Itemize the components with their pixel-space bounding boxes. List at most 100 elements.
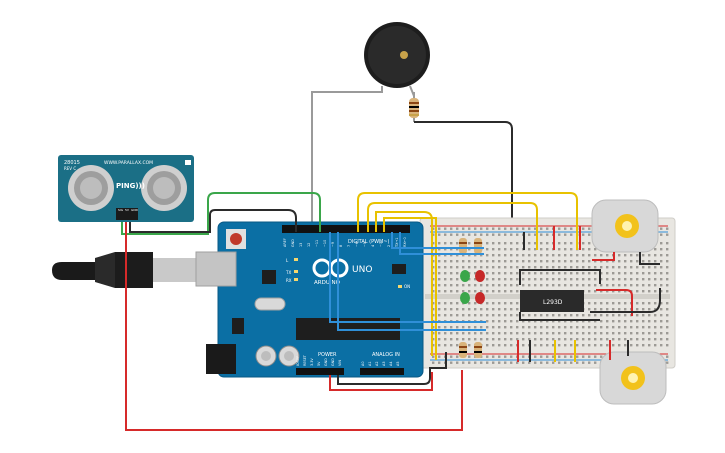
breadboard-hole [552, 254, 555, 257]
piezo-buzzer[interactable] [364, 22, 430, 88]
sensor-pin-5v: 5V [125, 208, 130, 212]
breadboard-hole [486, 361, 489, 364]
wire-blue-1[interactable] [391, 232, 484, 249]
wire-black-arduino-gnd[interactable] [337, 352, 447, 385]
breadboard-hole [456, 302, 459, 305]
breadboard-hole [636, 254, 639, 257]
breadboard-hole [504, 248, 507, 251]
breadboard-hole [468, 266, 471, 269]
wire-yellow-1[interactable] [357, 192, 578, 250]
breadboard-hole [462, 254, 465, 257]
power-pin-label-5: GND [331, 358, 335, 366]
breadboard-hole [486, 242, 489, 245]
wire-yellow-3[interactable] [375, 211, 433, 356]
resistor-bb-3[interactable] [459, 342, 467, 358]
breadboard-hole [522, 361, 525, 364]
dc-motor-bottom[interactable] [599, 351, 667, 405]
breadboard-hole [534, 355, 537, 358]
breadboard-hole [456, 326, 459, 329]
wire-black-resistor[interactable] [414, 121, 513, 238]
led-red-bottom[interactable] [475, 292, 485, 304]
ultrasonic-sensor[interactable]: 28015 REV C WWW.PARALLAX.COM PING))) SIG… [58, 155, 194, 222]
breadboard-hole [576, 355, 579, 358]
breadboard-hole [450, 248, 453, 251]
breadboard-hole [606, 326, 609, 329]
breadboard-hole [498, 278, 501, 281]
breadboard-hole [564, 272, 567, 275]
dc-motor-top[interactable] [591, 199, 659, 253]
wire-blue-2[interactable] [399, 232, 484, 255]
breadboard-hole [528, 320, 531, 323]
wire-blue-3[interactable] [329, 232, 486, 323]
breadboard-hole [444, 266, 447, 269]
breadboard-hole [594, 308, 597, 311]
breadboard-hole [648, 326, 651, 329]
breadboard-hole [438, 227, 441, 230]
led-green-bottom[interactable] [460, 292, 470, 304]
breadboard-hole [564, 233, 567, 236]
digital-pin-label-2: 13 [299, 243, 303, 247]
wire-blue-4[interactable] [337, 232, 486, 331]
breadboard-hole [468, 302, 471, 305]
led-green-top[interactable] [460, 270, 470, 282]
arduino-uno-board[interactable]: ARDUINO UNO DIGITAL (PWM~) POWER ANALOG … [195, 221, 424, 378]
power-pin-label-2: 3.3V [310, 358, 314, 366]
breadboard-hole [534, 326, 537, 329]
resistor-bb-1[interactable] [459, 238, 467, 254]
breadboard-hole [522, 260, 525, 263]
wire-black-sensor-gnd[interactable] [129, 209, 297, 233]
breadboard-hole [582, 338, 585, 341]
breadboard-hole [456, 233, 459, 236]
breadboard-hole [462, 233, 465, 236]
wire-black-chip-loop[interactable] [519, 269, 601, 285]
analog-pin-label-0: A0 [361, 362, 365, 366]
wire-black-motor-top[interactable] [639, 252, 660, 265]
resistor-bb-4[interactable] [474, 342, 482, 358]
wire-black-chip-right[interactable] [590, 288, 661, 313]
breadboard-hole [492, 266, 495, 269]
wire-black-bottom-left[interactable] [519, 312, 600, 321]
l293d-driver-chip[interactable]: L293D [520, 290, 584, 312]
breadboard-hole [636, 302, 639, 305]
breadboard-hole [510, 260, 513, 263]
breadboard-hole [552, 314, 555, 317]
breadboard-hole [588, 344, 591, 347]
breadboard-hole [570, 278, 573, 281]
breadboard-hole [576, 332, 579, 335]
wire-red-chip-right[interactable] [596, 289, 633, 316]
wire-green-sensor-signal[interactable] [121, 192, 321, 235]
resistor-bb-2[interactable] [474, 238, 482, 254]
digital-pin-label-3: 12 [307, 243, 311, 247]
wire-red-sensor-5v[interactable] [125, 222, 463, 431]
breadboard-hole [522, 320, 525, 323]
breadboard-hole [540, 248, 543, 251]
wire-red-arduino-5v[interactable] [329, 372, 433, 391]
breadboard-hole [492, 254, 495, 257]
breadboard-hole [462, 332, 465, 335]
breadboard-hole [606, 272, 609, 275]
wire-yellow-2[interactable] [367, 202, 538, 250]
breadboard-hole [522, 314, 525, 317]
wire-red-motor-top[interactable] [592, 252, 615, 261]
breadboard-hole [450, 284, 453, 287]
breadboard-hole [564, 248, 567, 251]
breadboard-hole [480, 254, 483, 257]
breadboard-hole [540, 332, 543, 335]
breadboard-hole [618, 260, 621, 263]
arduino-brand: ARDUINO [314, 280, 341, 286]
breadboard-hole [648, 266, 651, 269]
breadboard-hole [660, 254, 663, 257]
breadboard-hole [546, 248, 549, 251]
breadboard-hole [660, 248, 663, 251]
wire-yellow-4[interactable] [383, 217, 437, 360]
buzzer-lead-gray[interactable] [311, 86, 383, 232]
breadboard-hole [552, 320, 555, 323]
led-red-top[interactable] [475, 270, 485, 282]
buzzer-resistor[interactable] [409, 92, 419, 122]
breadboard-hole [498, 326, 501, 329]
breadboard-hole [450, 308, 453, 311]
breadboard-hole [462, 314, 465, 317]
breadboard-hole [432, 361, 435, 364]
breadboard-hole [480, 260, 483, 263]
